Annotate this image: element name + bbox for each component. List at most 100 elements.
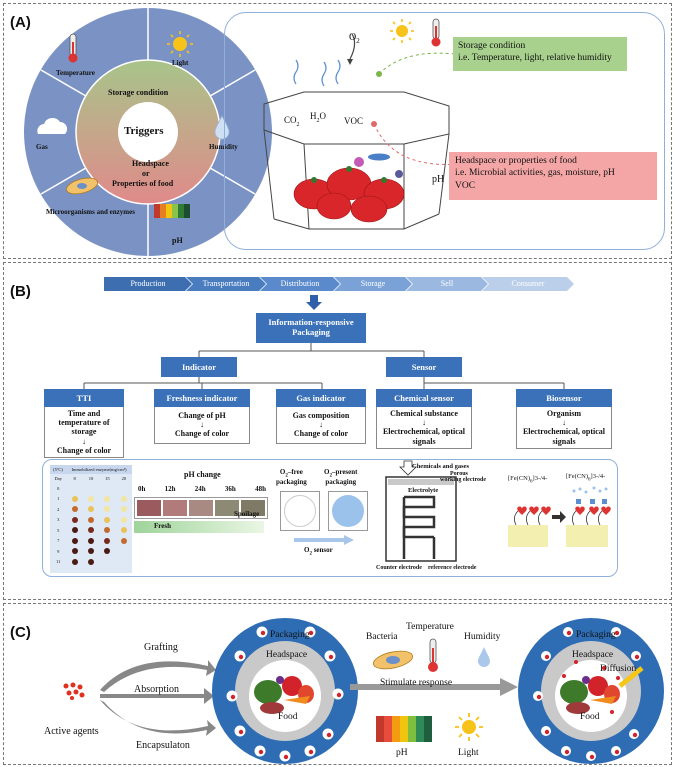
triggers-wheel: [24, 8, 272, 256]
freshness-line1: Change of pH: [178, 411, 226, 420]
time-36h: 36h: [224, 485, 236, 493]
tti-row: 1: [50, 494, 132, 505]
tti-dot: [104, 516, 111, 523]
tti-dot: [120, 537, 127, 544]
tti-dot: [104, 537, 111, 544]
tti-title: TTI: [44, 389, 124, 407]
down-arrow: [306, 295, 322, 310]
humidity-label: Humidity: [464, 632, 501, 642]
tti-table-header-temp: (5ºC): [53, 467, 63, 472]
panel-c: (C) Active agents Grafting Absorption En…: [3, 603, 672, 765]
food-items: [254, 676, 314, 714]
tti-col-4: 20: [121, 476, 127, 481]
freshness-title: Freshness indicator: [154, 389, 250, 407]
ph-swatches: [134, 497, 268, 519]
biosensor-title: Biosensor: [516, 389, 612, 407]
tti-day: 2: [57, 506, 60, 512]
indicator-box: Indicator: [161, 357, 237, 377]
time-24h: 24h: [194, 485, 206, 493]
headspace-box: Headspace or properties of food i.e. Mic…: [449, 152, 657, 200]
tti-dot: [71, 506, 78, 513]
chain-transportation: Transportation: [186, 277, 266, 291]
food-right-label: Food: [580, 712, 600, 722]
ph-times: 0h 12h 24h 36h 48h: [138, 485, 266, 493]
time-12h: 12h: [164, 485, 176, 493]
chemical-sensor-line2: Electrochemical, optical signals: [382, 427, 466, 446]
tti-dot: [88, 537, 95, 544]
sun-icon: [390, 19, 414, 43]
water-drop-icon: [478, 647, 490, 667]
gas-indicator-line2: Change of color: [293, 429, 349, 439]
o2-sensor-arrow: [294, 535, 354, 545]
encapsulation-label: Encapsulaton: [136, 740, 190, 751]
chemical-sensor-box: Chemical sensor Chemical substance ↓ Ele…: [376, 389, 472, 449]
segment-humidity: Humidity: [209, 143, 238, 151]
package-container: [263, 34, 450, 230]
tti-day: 1: [57, 496, 60, 502]
tti-dot: [120, 516, 127, 523]
tti-dot: [71, 495, 78, 502]
inner-bottom-1: Headspace: [132, 159, 169, 168]
thermometer-icon: [68, 33, 78, 63]
headspace-left-label: Headspace: [266, 650, 308, 660]
dashed-connectors: [371, 52, 460, 165]
chain-consumer: Consumer: [482, 277, 574, 291]
segment-temperature: Temperature: [56, 69, 95, 77]
package-frame: [224, 12, 665, 250]
tti-day: 7: [57, 538, 60, 544]
stimulate-label: Stimulate response: [380, 678, 453, 688]
fe-label-left: [Fe(CN)6]3-/4-: [508, 475, 548, 485]
ph-c-label: pH: [396, 748, 408, 758]
panel-b: (B) Production Transportation Distributi…: [3, 262, 672, 600]
gas-indicator-title: Gas indicator: [276, 389, 366, 407]
chain-distribution: Distribution: [260, 277, 340, 291]
tti-dot: [120, 527, 127, 534]
fresh-label: Fresh: [154, 522, 171, 530]
biosensor-box: Biosensor Organism ↓ Electrochemical, op…: [516, 389, 612, 449]
tti-col-2: 10: [88, 476, 94, 481]
h2o-label: H2O: [310, 111, 326, 124]
tti-day: 9: [57, 548, 60, 554]
grafting-label: Grafting: [144, 642, 178, 653]
tti-dot: [71, 516, 78, 523]
panel-a-label: (A): [10, 14, 31, 31]
tti-dot: [104, 506, 111, 513]
tti-dot: [120, 506, 127, 513]
ph-label: pH: [432, 174, 445, 185]
tree-lines: [83, 343, 565, 389]
storage-box-detail: i.e. Temperature, light, relative humidi…: [458, 53, 612, 64]
tti-dot: [104, 548, 111, 555]
segment-gas: Gas: [36, 143, 48, 151]
chain-storage: Storage: [334, 277, 412, 291]
tti-row: 0: [50, 483, 132, 494]
headspace-right-label: Headspace: [572, 650, 614, 660]
tti-row: 11: [50, 557, 132, 568]
storage-box-title: Storage condition: [458, 41, 526, 51]
panel-a: (A): [3, 3, 672, 259]
o2-present-pack: [328, 491, 368, 531]
tti-day: 11: [56, 559, 61, 565]
chain-sell: Sell: [406, 277, 488, 291]
reference-electrode-label: reference electrode: [428, 565, 477, 571]
o2-sensor-label: O2 sensor: [304, 546, 333, 557]
tti-dot: [71, 537, 78, 544]
spoilage-label: Spoilage: [234, 510, 260, 518]
porous-label: Porous: [450, 471, 468, 477]
sun-icon: [455, 713, 483, 741]
active-agents-label: Active agents: [44, 726, 99, 737]
tti-dot: [71, 527, 78, 534]
segment-ph: pH: [172, 236, 183, 245]
ph-strip-icon: [376, 716, 432, 742]
headspace-box-voc: VOC: [455, 180, 476, 191]
stimulate-arrow: [350, 678, 518, 696]
loading-arrows: [100, 660, 216, 736]
headspace-box-detail: i.e. Microbial activities, gas, moisture…: [455, 168, 615, 179]
inner-bottom-2: or: [142, 169, 150, 178]
light-label: Light: [458, 748, 479, 758]
tti-dot: [88, 548, 95, 555]
tti-day: 5: [57, 527, 60, 533]
tti-dot: [88, 506, 95, 513]
chain-production: Production: [104, 277, 192, 291]
